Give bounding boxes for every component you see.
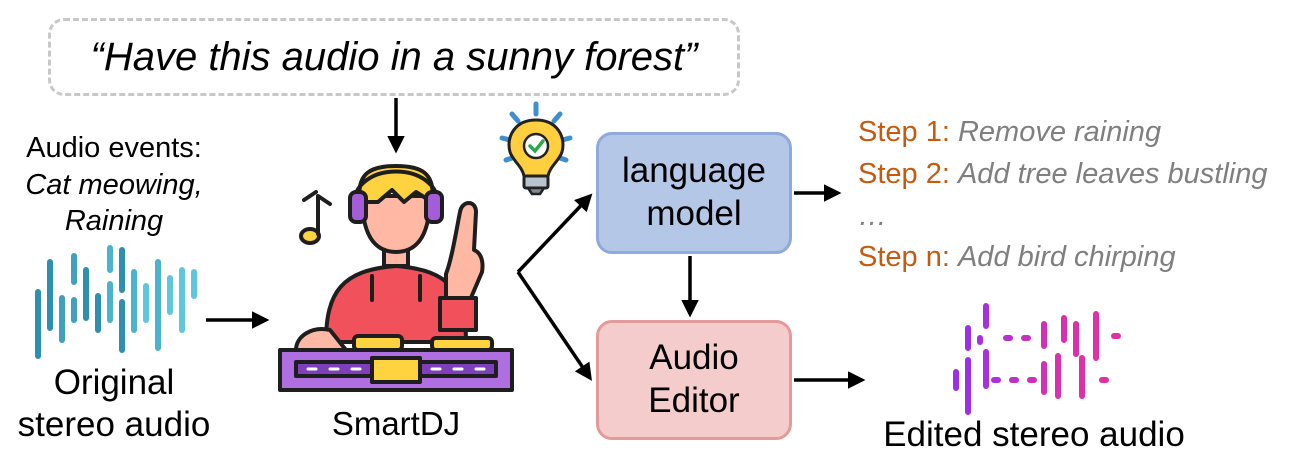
audio-events-title: Audio events: (26, 132, 202, 164)
dj-character-icon (278, 164, 514, 392)
dj-to-language-model-arrow (516, 193, 593, 274)
prompt-box: “Have this audio in a sunny forest” (48, 18, 740, 96)
lightbulb-check-icon (499, 101, 573, 196)
original-audio-label-line-2: stereo audio (17, 405, 211, 444)
output-waveform-icon (953, 303, 1121, 415)
original-audio-label-line-1: Original (53, 363, 175, 402)
edit-steps-list: Step 1: Remove raining Step 2: Add tree … (858, 112, 1268, 279)
music-note-icon (299, 190, 332, 245)
dj-to-audio-editor-arrow (516, 271, 592, 381)
original-audio-label: Original stereo audio (8, 362, 220, 446)
audio-event-2: Raining (64, 205, 164, 238)
audio-editor-line-1: Audio (649, 338, 739, 378)
audio-events: Audio events: Cat meowing, Raining (8, 130, 220, 240)
smartdj-label: SmartDJ (331, 405, 461, 442)
audio-editor-line-2: Editor (648, 381, 740, 420)
input-waveform-icon (35, 245, 197, 359)
language-model-line-2: model (646, 194, 742, 233)
audio-editor-box: Audio Editor (596, 320, 792, 440)
edited-audio-label: Edited stereo audio (883, 415, 1185, 454)
language-model-line-1: language (621, 151, 767, 191)
step-item: Step 1: Remove raining (858, 116, 1162, 148)
step-item: Step n: Add bird chirping (858, 241, 1176, 274)
step-ellipsis: … (858, 199, 887, 232)
audio-event-1: Cat meowing, (25, 168, 203, 201)
step-item: Step 2: Add tree leaves bustling (858, 157, 1268, 190)
language-model-box: language model (596, 132, 792, 254)
prompt-text: “Have this audio in a sunny forest” (90, 34, 698, 79)
